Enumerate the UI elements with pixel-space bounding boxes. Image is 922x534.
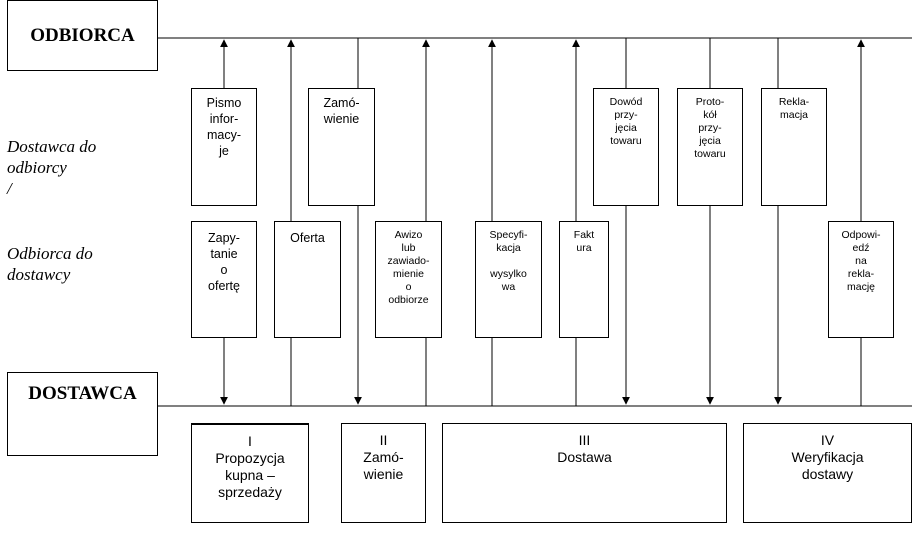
doc-reklamacja: Rekla- macja (761, 88, 827, 206)
doc-faktura: Fakt ura (559, 221, 609, 338)
doc-protokol: Proto- kół przy- jęcia towaru (677, 88, 743, 206)
doc-dowod: Dowód przy- jęcia towaru (593, 88, 659, 206)
doc-oferta: Oferta (274, 221, 341, 338)
doc-pismo: Pismo infor- macy- je (191, 88, 257, 206)
recipient-box: ODBIORCA (7, 0, 158, 71)
stage-box-3: III Dostawa (442, 423, 727, 523)
supplier-label: DOSTAWCA (28, 383, 137, 404)
label-recipient-to-supplier: Odbiorca do dostawcy (7, 244, 93, 284)
stage-box-4: IV Weryfikacja dostawy (743, 423, 912, 523)
stage-box-2: II Zamó- wienie (341, 423, 426, 523)
supplier-box: DOSTAWCA (7, 372, 158, 456)
recipient-label: ODBIORCA (30, 24, 135, 46)
doc-odpowiedz: Odpowi- edź na rekla- mację (828, 221, 894, 338)
doc-awizo: Awizo lub zawiado- mienie o odbiorze (375, 221, 442, 338)
stage-box-1: I Propozycja kupna – sprzedaży (191, 423, 309, 523)
doc-specyfikacja: Specyfi- kacja wysylko wa (475, 221, 542, 338)
label-supplier-to-recipient: Dostawca do odbiorcy / (7, 137, 97, 198)
doc-zamowienie: Zamó- wienie (308, 88, 375, 206)
doc-zapytanie: Zapy- tanie o ofertę (191, 221, 257, 338)
